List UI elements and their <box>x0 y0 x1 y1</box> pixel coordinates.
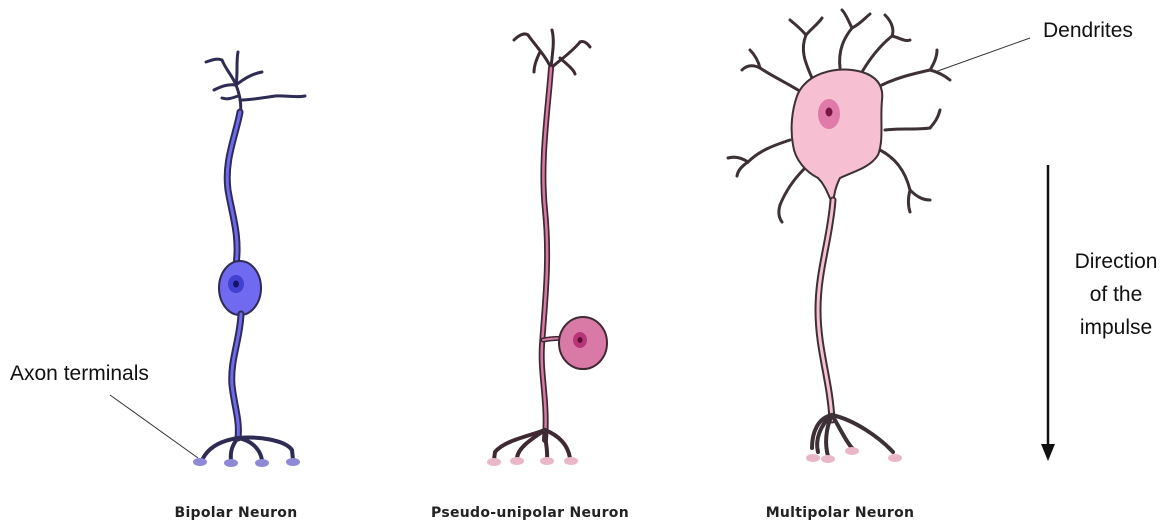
bipolar-terminal-bulbs <box>193 458 300 467</box>
multipolar-axon <box>818 200 833 420</box>
bipolar-neuron <box>193 52 305 467</box>
multipolar-neuron <box>728 10 950 463</box>
dendrites-leader-line <box>935 38 1030 72</box>
axon-terminals-leader-line <box>110 395 198 458</box>
caption-pseudo-unipolar: Pseudo-unipolar Neuron <box>431 505 629 521</box>
multipolar-soma <box>792 70 883 205</box>
impulse-direction-arrow <box>1041 165 1055 461</box>
axon-terminals-label: Axon terminals <box>10 362 149 385</box>
pseudo-unipolar-terminal-bulbs <box>487 457 578 466</box>
bipolar-dendrites <box>206 52 305 140</box>
pseudo-unipolar-axon-terminals <box>494 430 570 460</box>
bipolar-axon-terminals <box>202 438 293 461</box>
dendrites-label: Dendrites <box>1043 19 1133 42</box>
pseudo-unipolar-neuron <box>487 30 607 466</box>
caption-multipolar: Multipolar Neuron <box>766 505 915 521</box>
direction-label-line2: of the <box>1090 283 1143 306</box>
multipolar-terminal-bulbs <box>806 447 902 463</box>
direction-label-line1: Direction <box>1075 250 1158 273</box>
caption-bipolar: Bipolar Neuron <box>174 505 297 521</box>
direction-label-line3: impulse <box>1080 316 1152 339</box>
